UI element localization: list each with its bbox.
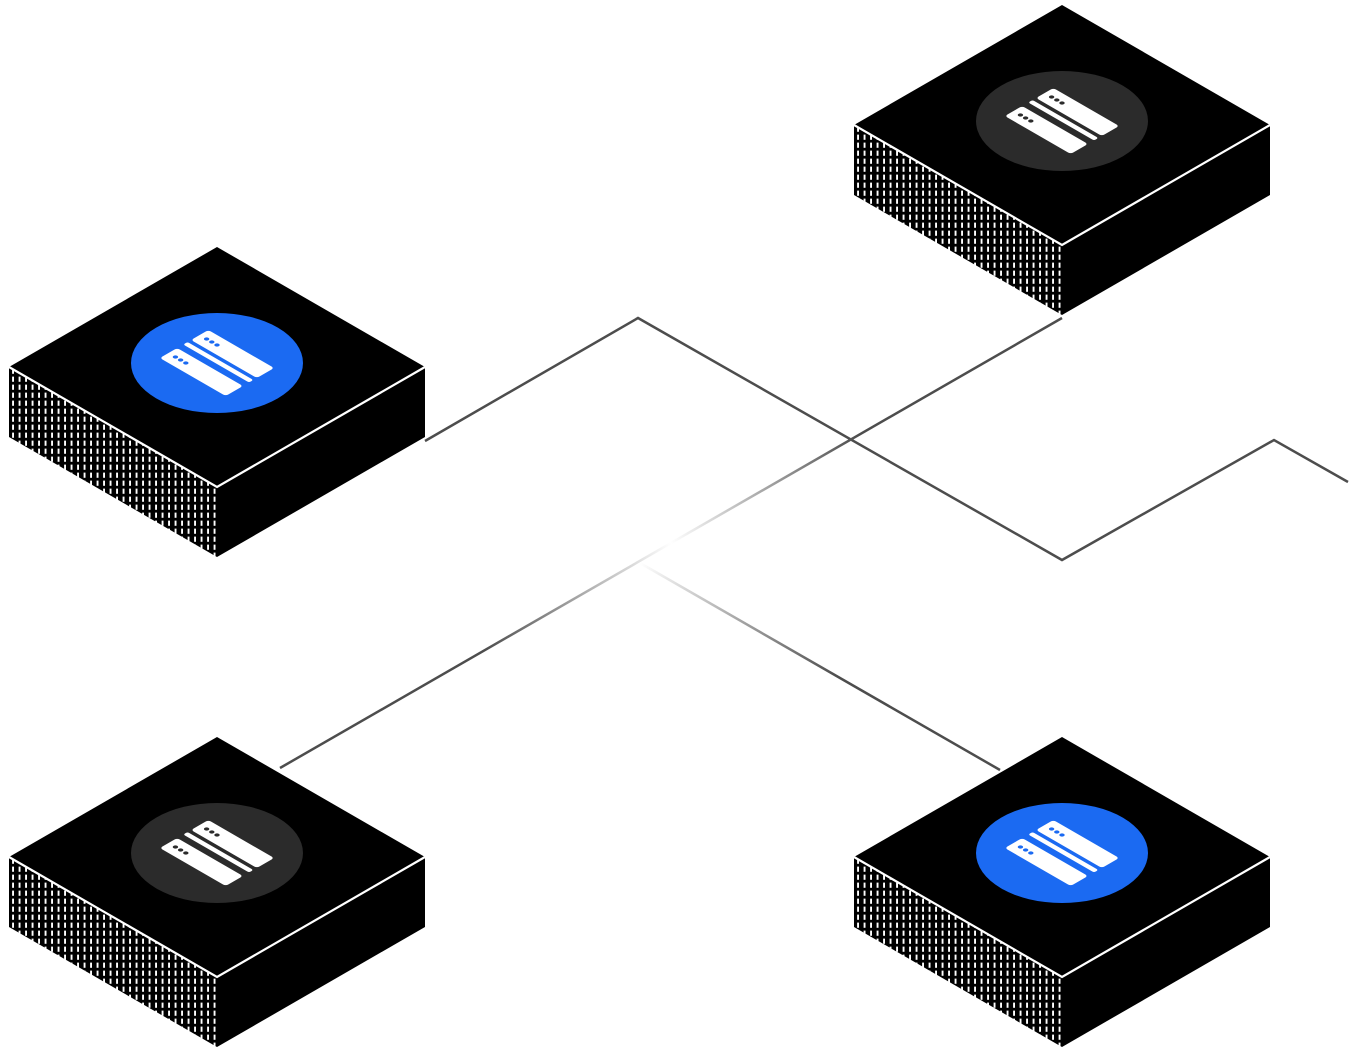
server-node-bottom-left[interactable]: [7, 735, 427, 1049]
server-node-top-right[interactable]: [852, 3, 1272, 317]
server-rack-icon: [159, 820, 275, 886]
link-top-left-to-right: [424, 316, 1349, 562]
network-links: [279, 316, 1349, 772]
server-rack-icon: [159, 330, 275, 396]
server-node-bottom-right[interactable]: [852, 735, 1272, 1049]
link-top-right-to-bottom-left: [279, 316, 1063, 770]
server-rack-icon: [1004, 88, 1120, 154]
server-rack-icon: [1004, 820, 1120, 886]
server-node-top-left[interactable]: [7, 245, 427, 559]
link-crossing-to-bottom-right: [639, 561, 1001, 772]
server-nodes: [7, 3, 1272, 1049]
